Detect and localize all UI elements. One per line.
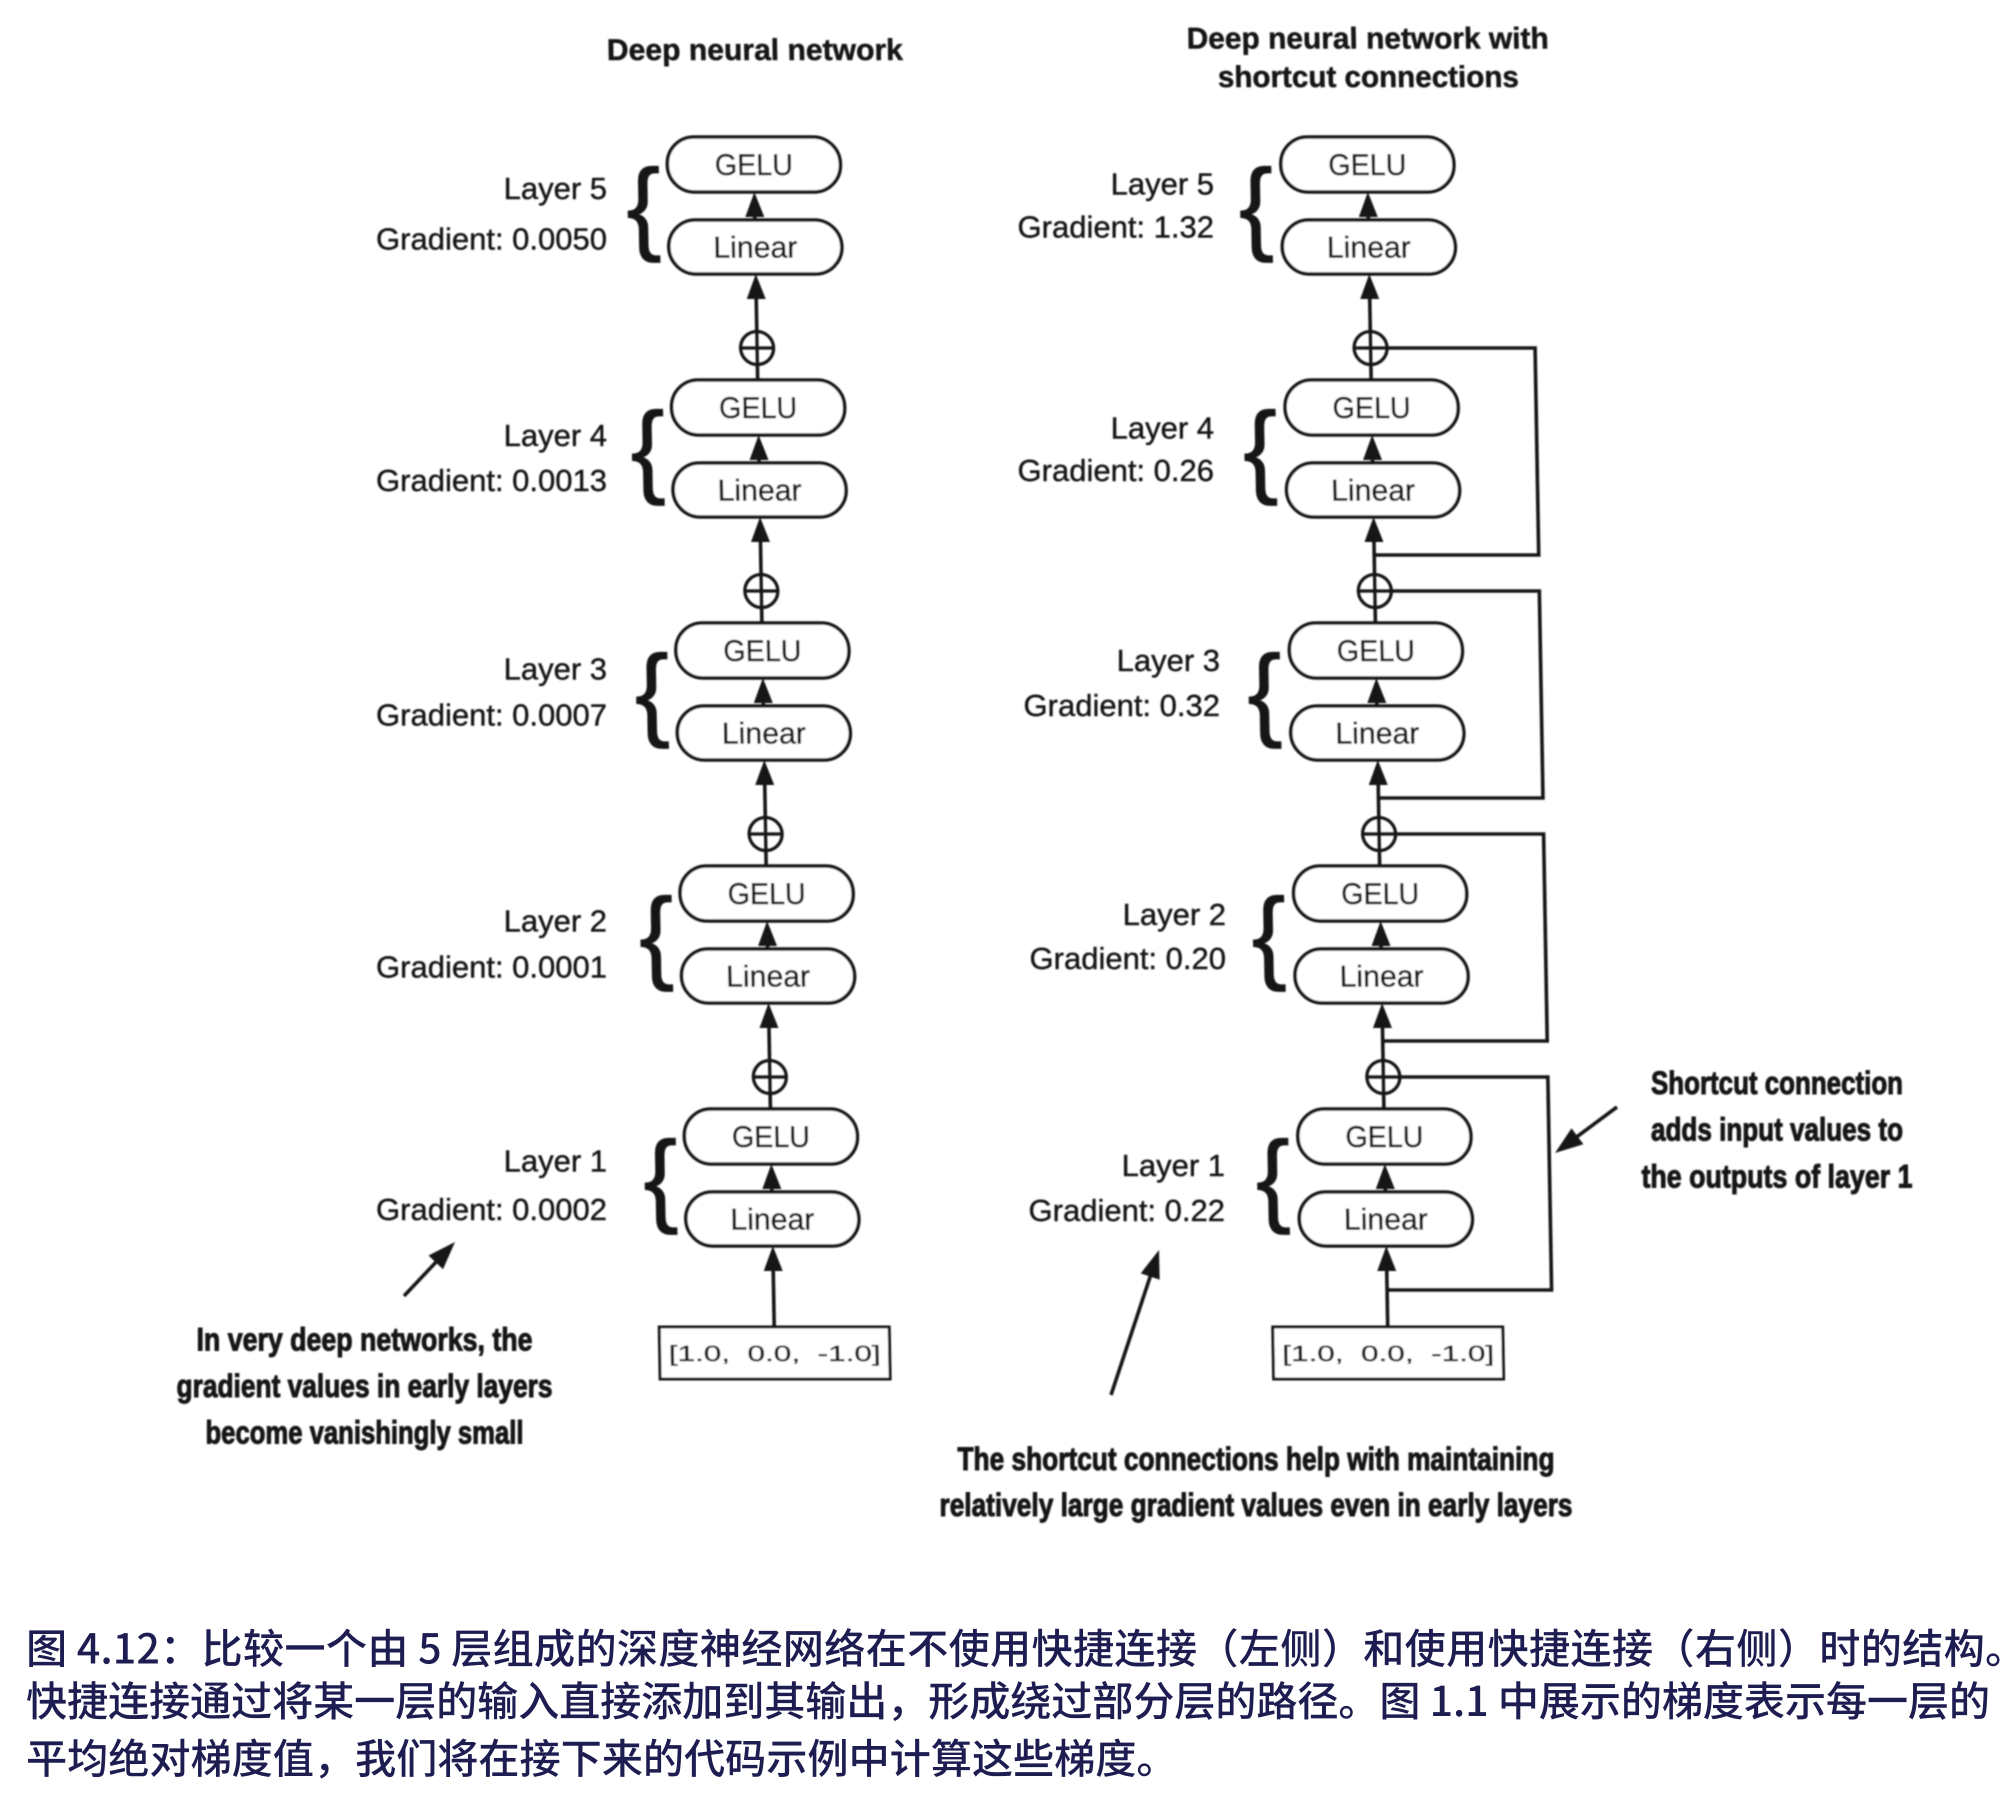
svg-text:Layer 1: Layer 1 [1122, 1148, 1225, 1183]
svg-text:{: { [1246, 634, 1282, 749]
svg-text:Gradient: 0.32: Gradient: 0.32 [1024, 688, 1220, 723]
svg-text:Gradient: 0.0013: Gradient: 0.0013 [376, 463, 607, 498]
svg-text:Layer 2: Layer 2 [504, 904, 607, 939]
svg-text:the outputs of layer 1: the outputs of layer 1 [1642, 1159, 1913, 1195]
svg-text:{: { [642, 1120, 678, 1235]
svg-text:[1.0, 0.0, -1.0]: [1.0, 0.0, -1.0] [1282, 1341, 1494, 1366]
svg-text:Gradient: 1.32: Gradient: 1.32 [1018, 210, 1214, 245]
svg-text:GELU: GELU [715, 149, 794, 182]
svg-text:Linear: Linear [726, 961, 811, 994]
svg-text:Layer 2: Layer 2 [1123, 897, 1226, 932]
svg-text:relatively large gradient valu: relatively large gradient values even in… [940, 1487, 1573, 1523]
svg-text:GELU: GELU [727, 878, 806, 911]
svg-text:{: { [1242, 391, 1278, 506]
svg-text:{: { [1238, 148, 1274, 263]
svg-text:Layer 4: Layer 4 [1111, 411, 1214, 446]
svg-text:GELU: GELU [732, 1121, 811, 1154]
svg-text:GELU: GELU [1328, 149, 1407, 182]
svg-text:Shortcut connection: Shortcut connection [1651, 1065, 1903, 1101]
svg-text:The shortcut connections help: The shortcut connections help with maint… [958, 1441, 1555, 1477]
svg-text:Gradient: 0.0002: Gradient: 0.0002 [376, 1192, 607, 1227]
svg-text:Gradient: 0.0050: Gradient: 0.0050 [376, 222, 607, 257]
svg-text:shortcut connections: shortcut connections [1218, 61, 1520, 94]
svg-text:{: { [1251, 877, 1287, 992]
svg-text:{: { [630, 391, 666, 506]
svg-text:Deep neural network with: Deep neural network with [1186, 23, 1549, 56]
svg-text:Gradient: 0.0001: Gradient: 0.0001 [376, 950, 607, 985]
svg-text:Layer 4: Layer 4 [504, 418, 607, 453]
svg-text:become vanishingly small: become vanishingly small [206, 1415, 524, 1451]
svg-text:GELU: GELU [1341, 878, 1420, 911]
svg-text:Linear: Linear [1331, 475, 1416, 508]
svg-text:Layer 5: Layer 5 [1111, 167, 1214, 202]
svg-text:Linear: Linear [1339, 961, 1424, 994]
svg-text:In very deep networks, the: In very deep networks, the [197, 1322, 533, 1358]
svg-text:Layer 1: Layer 1 [504, 1144, 607, 1179]
svg-text:gradient values in early layer: gradient values in early layers [177, 1368, 553, 1404]
svg-text:GELU: GELU [1332, 392, 1411, 425]
svg-text:{: { [625, 148, 661, 263]
svg-text:GELU: GELU [719, 392, 798, 425]
svg-text:GELU: GELU [1345, 1121, 1424, 1154]
svg-text:Linear: Linear [722, 718, 807, 751]
svg-text:Linear: Linear [717, 475, 802, 508]
svg-text:GELU: GELU [723, 635, 802, 668]
svg-text:GELU: GELU [1337, 635, 1416, 668]
svg-text:Deep neural network: Deep neural network [607, 34, 904, 67]
svg-text:Linear: Linear [1335, 718, 1420, 751]
svg-text:Layer 3: Layer 3 [504, 652, 607, 687]
svg-text:Linear: Linear [1327, 232, 1412, 265]
svg-text:Layer 5: Layer 5 [504, 171, 607, 206]
svg-text:Layer 3: Layer 3 [1117, 643, 1220, 678]
svg-text:Gradient: 0.22: Gradient: 0.22 [1029, 1193, 1225, 1228]
svg-text:{: { [634, 634, 670, 749]
svg-text:Linear: Linear [713, 232, 798, 265]
svg-text:Linear: Linear [1344, 1204, 1429, 1237]
svg-text:Gradient: 0.26: Gradient: 0.26 [1018, 453, 1214, 488]
svg-text:Linear: Linear [730, 1204, 815, 1237]
svg-text:Gradient: 0.20: Gradient: 0.20 [1030, 941, 1226, 976]
svg-text:Gradient: 0.0007: Gradient: 0.0007 [376, 698, 607, 733]
svg-text:[1.0, 0.0, -1.0]: [1.0, 0.0, -1.0] [668, 1341, 880, 1366]
svg-text:adds input values to: adds input values to [1651, 1112, 1903, 1148]
svg-text:{: { [638, 877, 674, 992]
svg-text:{: { [1255, 1120, 1291, 1235]
